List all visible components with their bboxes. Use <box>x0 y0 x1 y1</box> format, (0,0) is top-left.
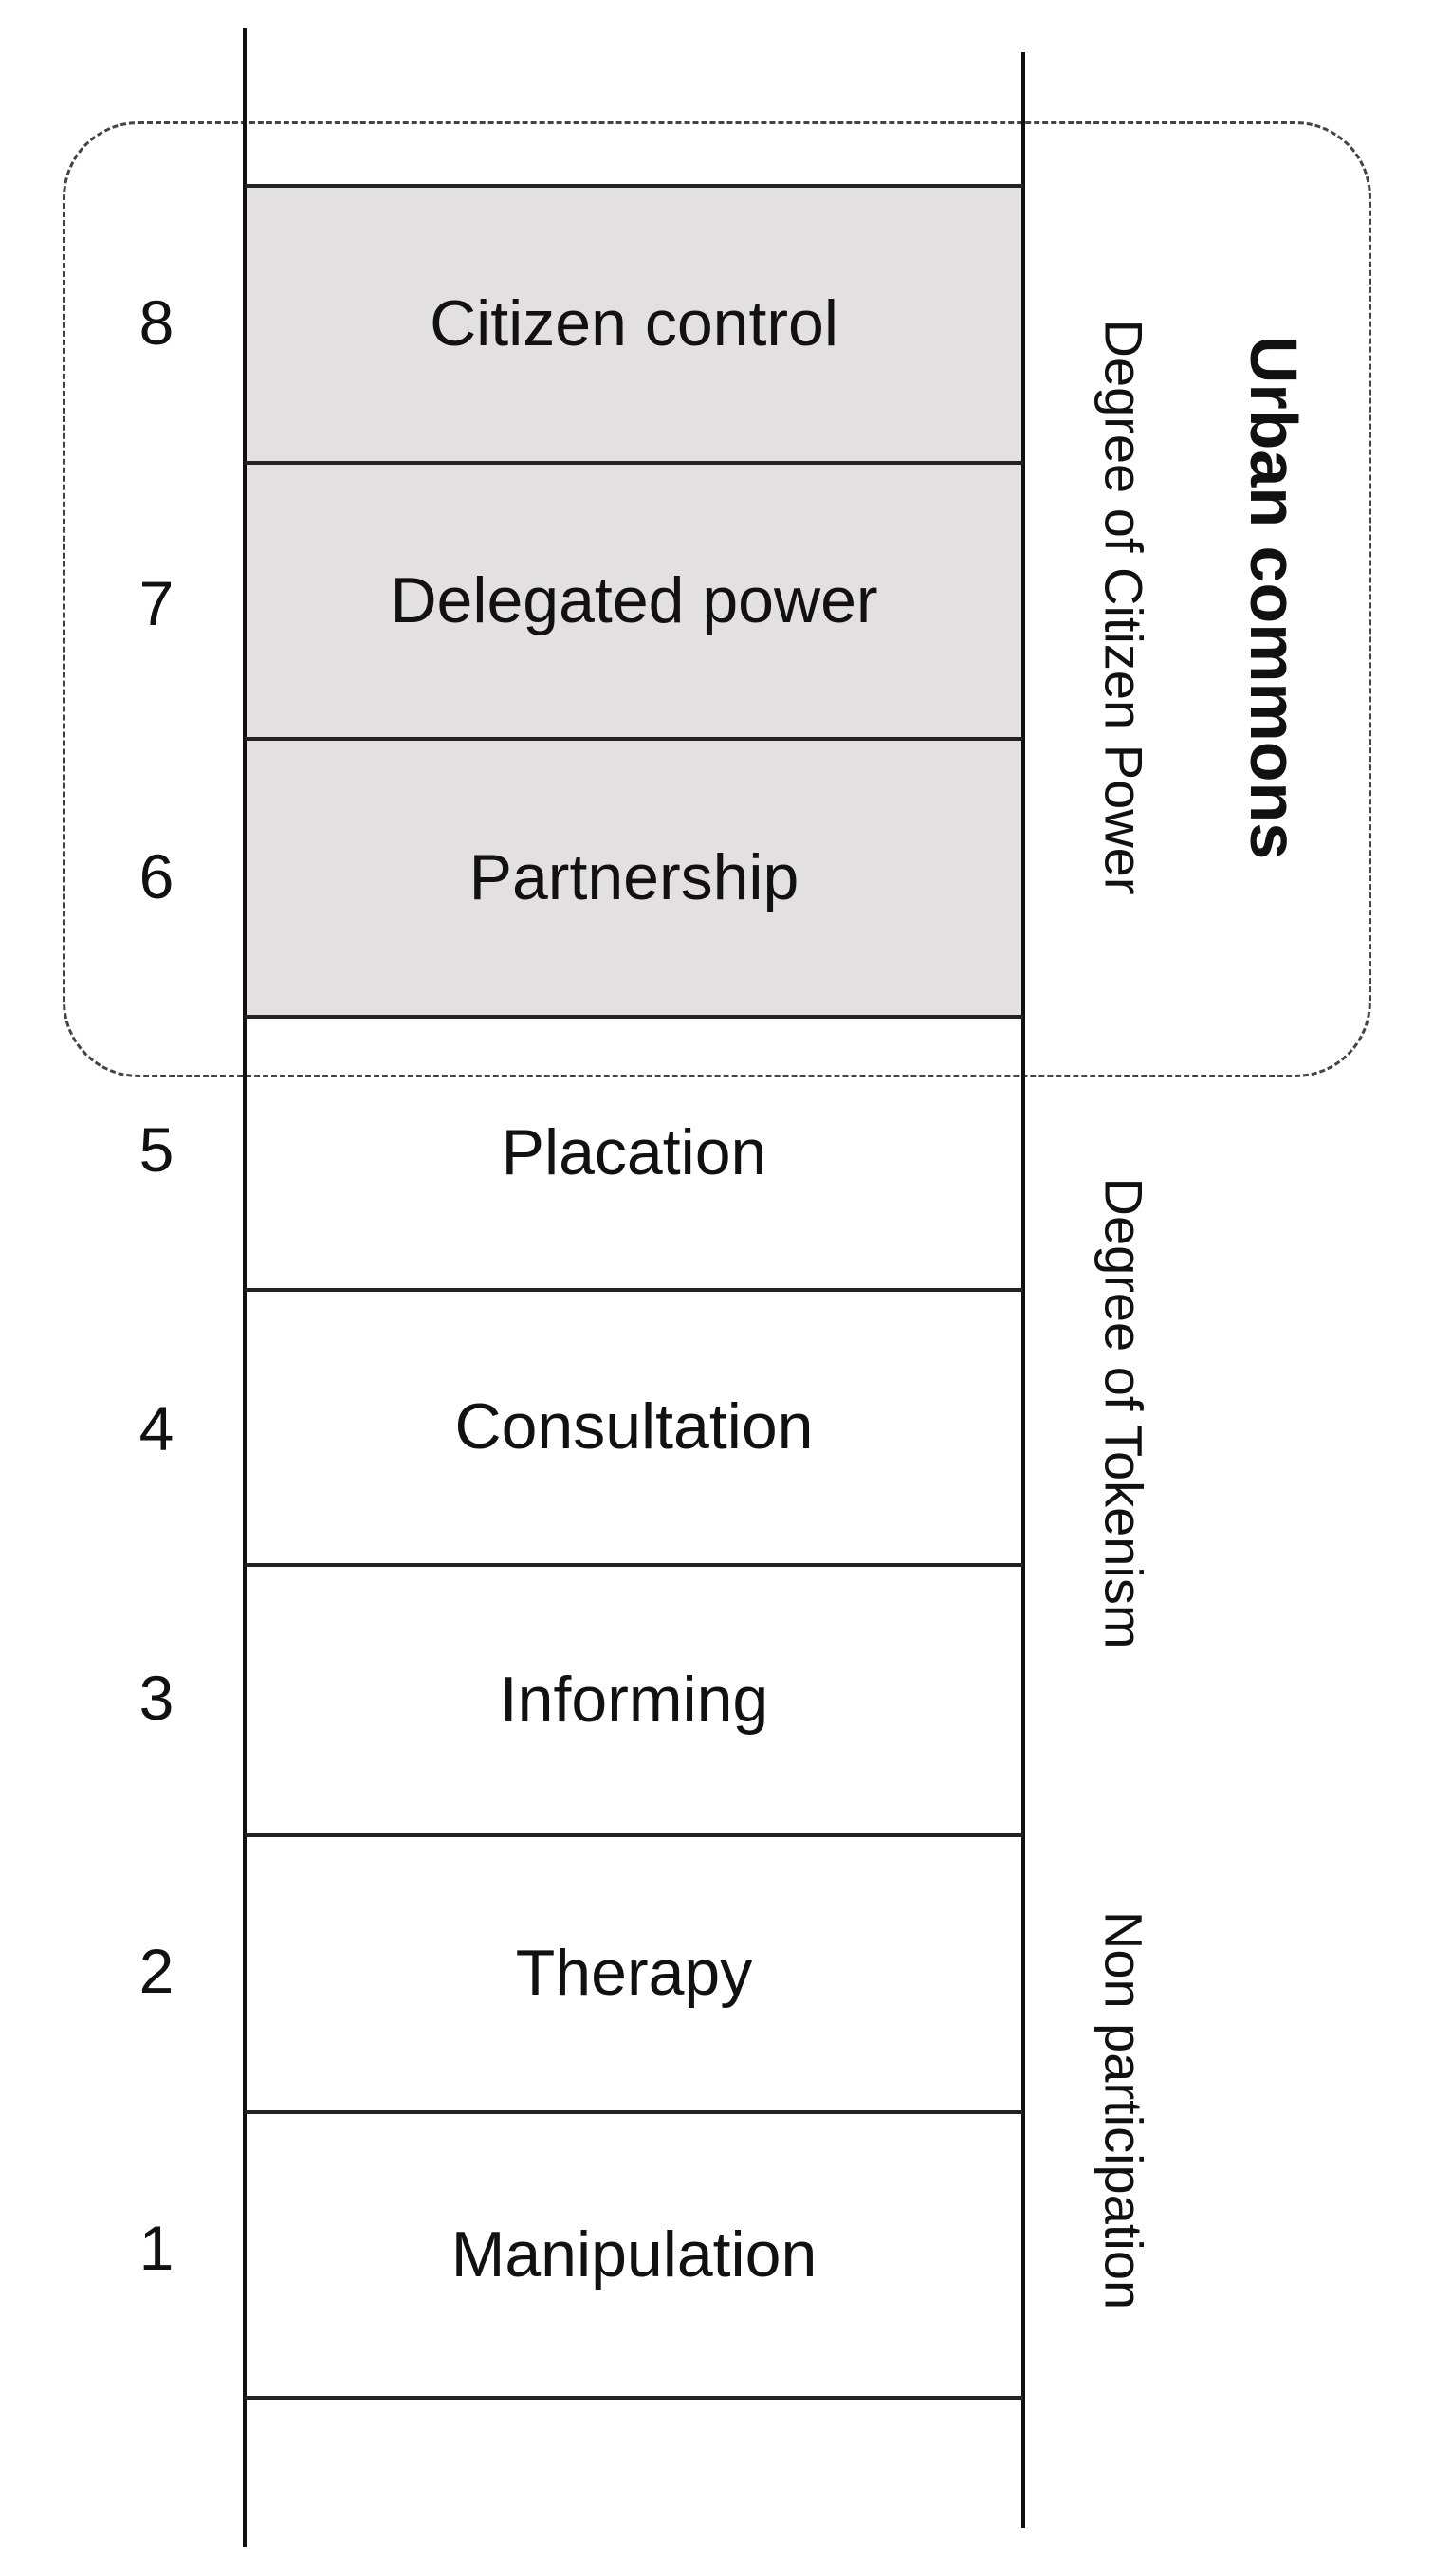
rung-label: Placation <box>501 1116 767 1188</box>
rung-number: 8 <box>138 287 175 358</box>
rung-manipulation: Manipulation <box>247 2112 1021 2396</box>
rung-label: Consultation <box>454 1390 814 1463</box>
ladder-rung-line <box>245 1563 1023 1567</box>
urban-commons-label: Urban commons <box>1237 335 1311 860</box>
rung-therapy: Therapy <box>247 1835 1021 2110</box>
rung-number: 2 <box>138 1936 175 2006</box>
rung-label: Delegated power <box>390 563 878 636</box>
ladder-rung-line <box>245 184 1023 188</box>
ladder-rung-line <box>245 1015 1023 1019</box>
rung-number: 1 <box>138 2213 175 2283</box>
ladder-rung-line <box>245 1833 1023 1837</box>
rung-label: Partnership <box>468 840 799 913</box>
ladder-rung-line <box>245 2396 1023 2400</box>
non-participation-group-label: Non participation <box>1093 1910 1154 2310</box>
ladder-rung-line <box>245 2110 1023 2114</box>
citizen-power-group-label: Degree of Citizen Power <box>1093 319 1154 895</box>
rung-placation: Placation <box>247 1017 1021 1288</box>
rung-label: Informing <box>499 1663 769 1736</box>
rung-label: Therapy <box>515 1937 753 2009</box>
ladder-rung-line <box>245 461 1023 465</box>
rung-number: 7 <box>138 568 175 638</box>
ladder-rung-line <box>245 737 1023 741</box>
ladder-left-rail <box>243 28 247 2547</box>
ladder-right-rail <box>1021 52 1025 2528</box>
rung-number: 3 <box>138 1663 175 1733</box>
rung-partnership: Partnership <box>247 739 1021 1015</box>
rung-number: 4 <box>138 1393 175 1463</box>
rung-number: 5 <box>138 1114 175 1185</box>
rung-delegated-power: Delegated power <box>247 463 1021 737</box>
rung-informing: Informing <box>247 1565 1021 1833</box>
urban-commons-dashed-box <box>63 121 1371 1077</box>
rung-number: 6 <box>138 841 175 911</box>
rung-label: Citizen control <box>430 287 838 359</box>
rung-label: Manipulation <box>450 2217 818 2291</box>
rung-consultation: Consultation <box>247 1290 1021 1563</box>
rung-citizen-control: Citizen control <box>247 186 1021 461</box>
ladder-rung-line <box>245 1288 1023 1292</box>
tokenism-group-label: Degree of Tokenism <box>1093 1177 1154 1649</box>
